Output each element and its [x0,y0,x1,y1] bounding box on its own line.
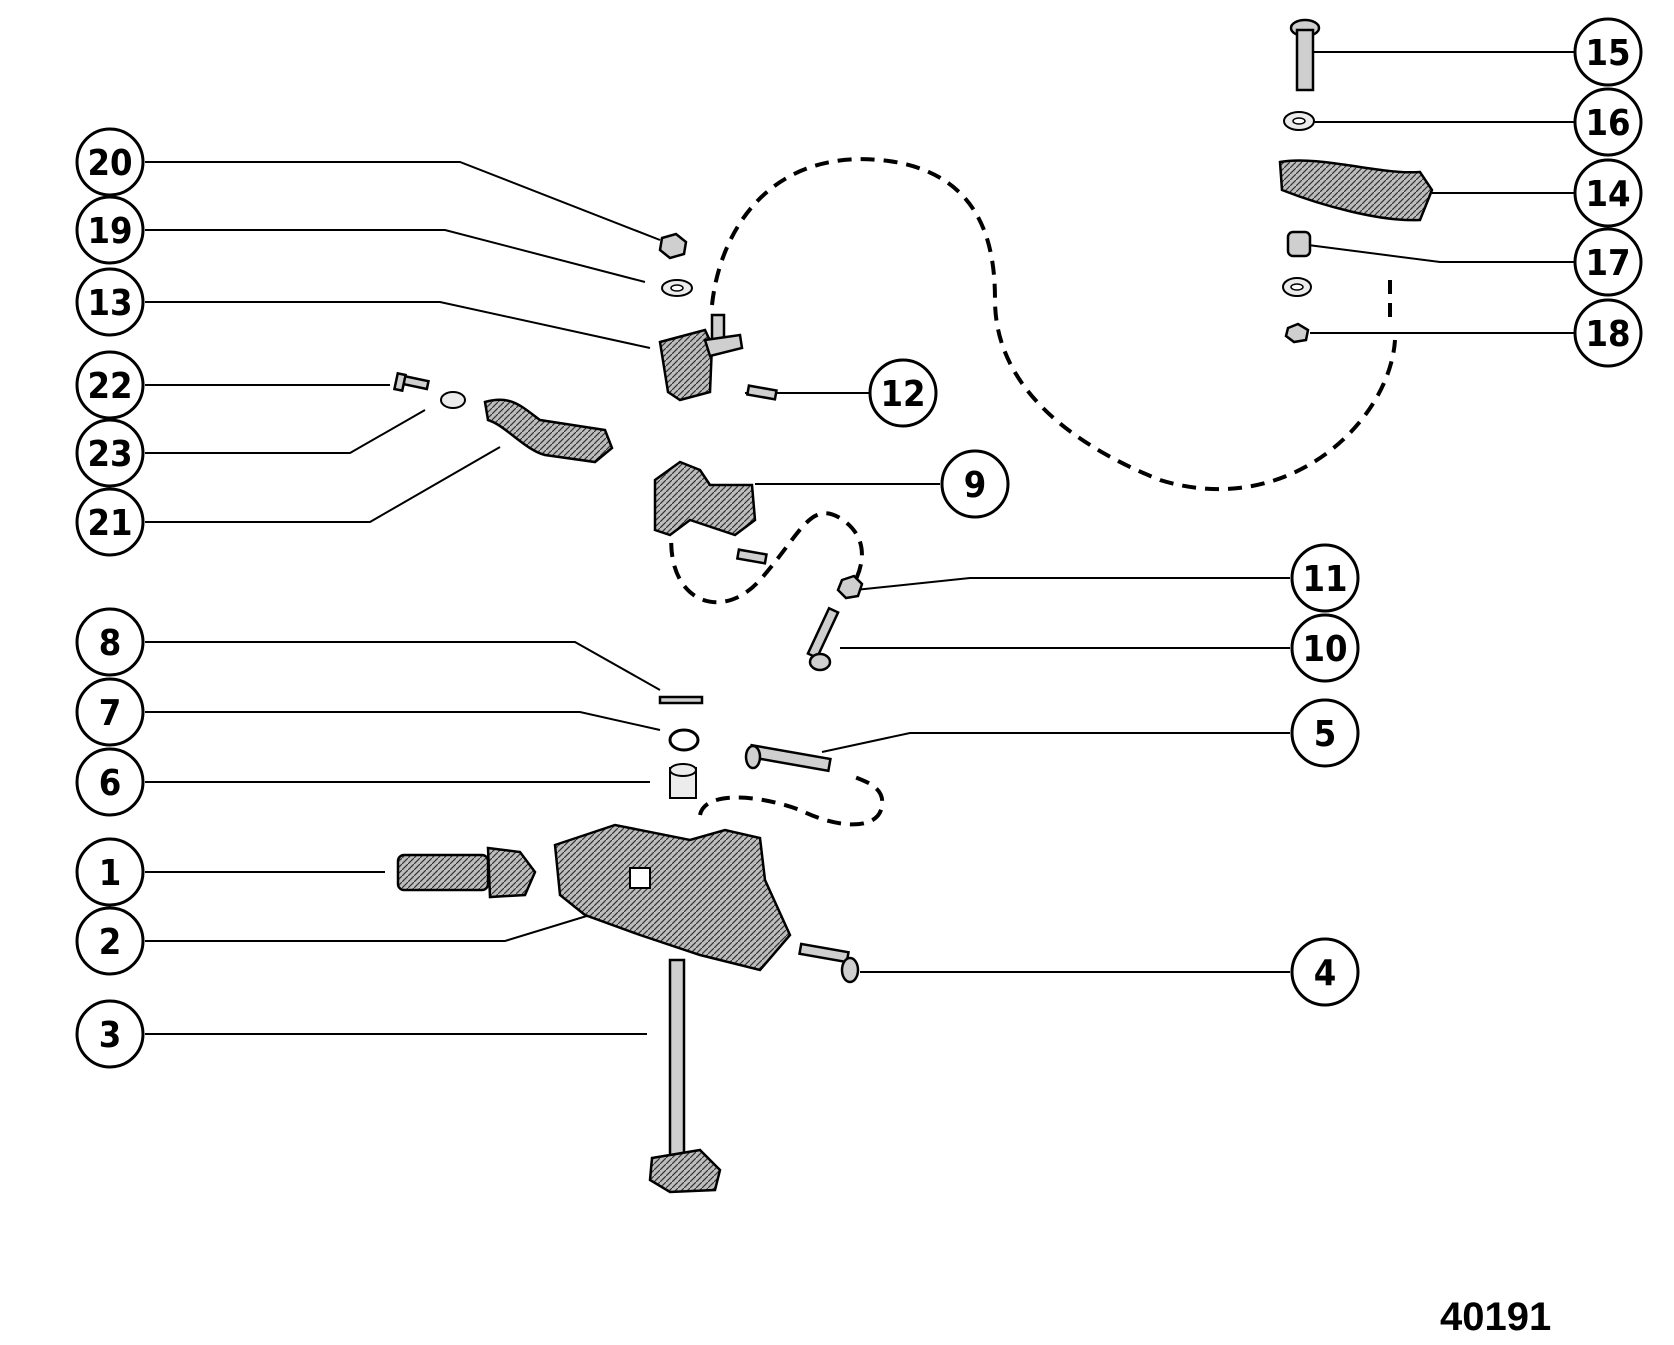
svg-text:6: 6 [99,763,122,804]
part-23-washer [440,391,466,409]
part-16-washer [1283,111,1315,131]
callout-16: 16 [1573,87,1643,157]
assembly-paths [669,157,1397,827]
callout-11: 11 [1290,543,1360,613]
callout-9: 9 [940,449,1010,519]
svg-text:3: 3 [99,1015,122,1056]
part-15-screw [1289,18,1321,92]
callout-12: 12 [868,358,938,428]
callout-17: 17 [1573,227,1643,297]
part-19-washer [661,279,693,297]
svg-text:22: 22 [87,366,132,407]
drawing-number: 40191 [1440,1295,1552,1339]
callout-23: 23 [75,418,145,488]
svg-text:2: 2 [99,922,122,963]
svg-text:19: 19 [87,211,132,252]
part-21-link [483,398,614,464]
part-1-knob [396,846,537,899]
part-12-pin [745,384,778,401]
callouts: 20 19 13 22 23 21 12 9 11 10 8 7 6 5 1 2… [75,17,1643,1069]
part-22-screw [392,371,430,393]
part-3-shaft [648,958,722,1194]
callout-21: 21 [75,487,145,557]
leader-lines [145,51,1575,1035]
callout-3: 3 [75,999,145,1069]
svg-text:12: 12 [880,374,925,415]
part-10-screw [806,606,840,672]
callout-8: 8 [75,607,145,677]
callout-15: 15 [1573,17,1643,87]
svg-text:4: 4 [1314,953,1337,994]
svg-text:5: 5 [1314,714,1337,755]
part-13-lever [658,313,744,402]
callout-10: 10 [1290,613,1360,683]
svg-text:15: 15 [1585,33,1630,74]
svg-text:18: 18 [1585,314,1630,355]
callout-14: 14 [1573,158,1643,228]
svg-text:23: 23 [87,434,132,475]
part-5-bolt [744,743,832,773]
callout-22: 22 [75,350,145,420]
svg-text:14: 14 [1585,174,1630,215]
callout-4: 4 [1290,937,1360,1007]
callout-5: 5 [1290,698,1360,768]
svg-text:16: 16 [1585,103,1630,144]
part-17-washer [1282,277,1312,297]
callout-20: 20 [75,127,145,197]
part-9-bracket [653,460,757,537]
part-2-housing [553,823,792,972]
callout-18: 18 [1573,298,1643,368]
svg-text:13: 13 [87,283,132,324]
part-7-oring [668,728,700,752]
part-11-nut [836,574,864,600]
callout-7: 7 [75,677,145,747]
part-17-spring [1286,230,1312,258]
callout-1: 1 [75,837,145,907]
part-4-screw [798,942,860,984]
part-14-grip [1278,159,1434,222]
part-8-ring [658,695,704,705]
svg-text:10: 10 [1302,629,1347,670]
svg-text:20: 20 [87,143,132,184]
part-9-pin [735,548,768,565]
callout-19: 19 [75,195,145,265]
svg-text:17: 17 [1585,243,1630,284]
svg-text:9: 9 [964,465,987,506]
part-20-nut [658,232,688,260]
part-6-bushing [669,763,697,799]
part-18-nut [1284,322,1310,344]
callout-2: 2 [75,906,145,976]
svg-text:1: 1 [99,853,122,894]
svg-text:11: 11 [1302,559,1347,600]
callout-6: 6 [75,747,145,817]
svg-text:8: 8 [99,623,122,664]
svg-text:21: 21 [87,503,132,544]
svg-text:7: 7 [99,693,122,734]
callout-13: 13 [75,267,145,337]
